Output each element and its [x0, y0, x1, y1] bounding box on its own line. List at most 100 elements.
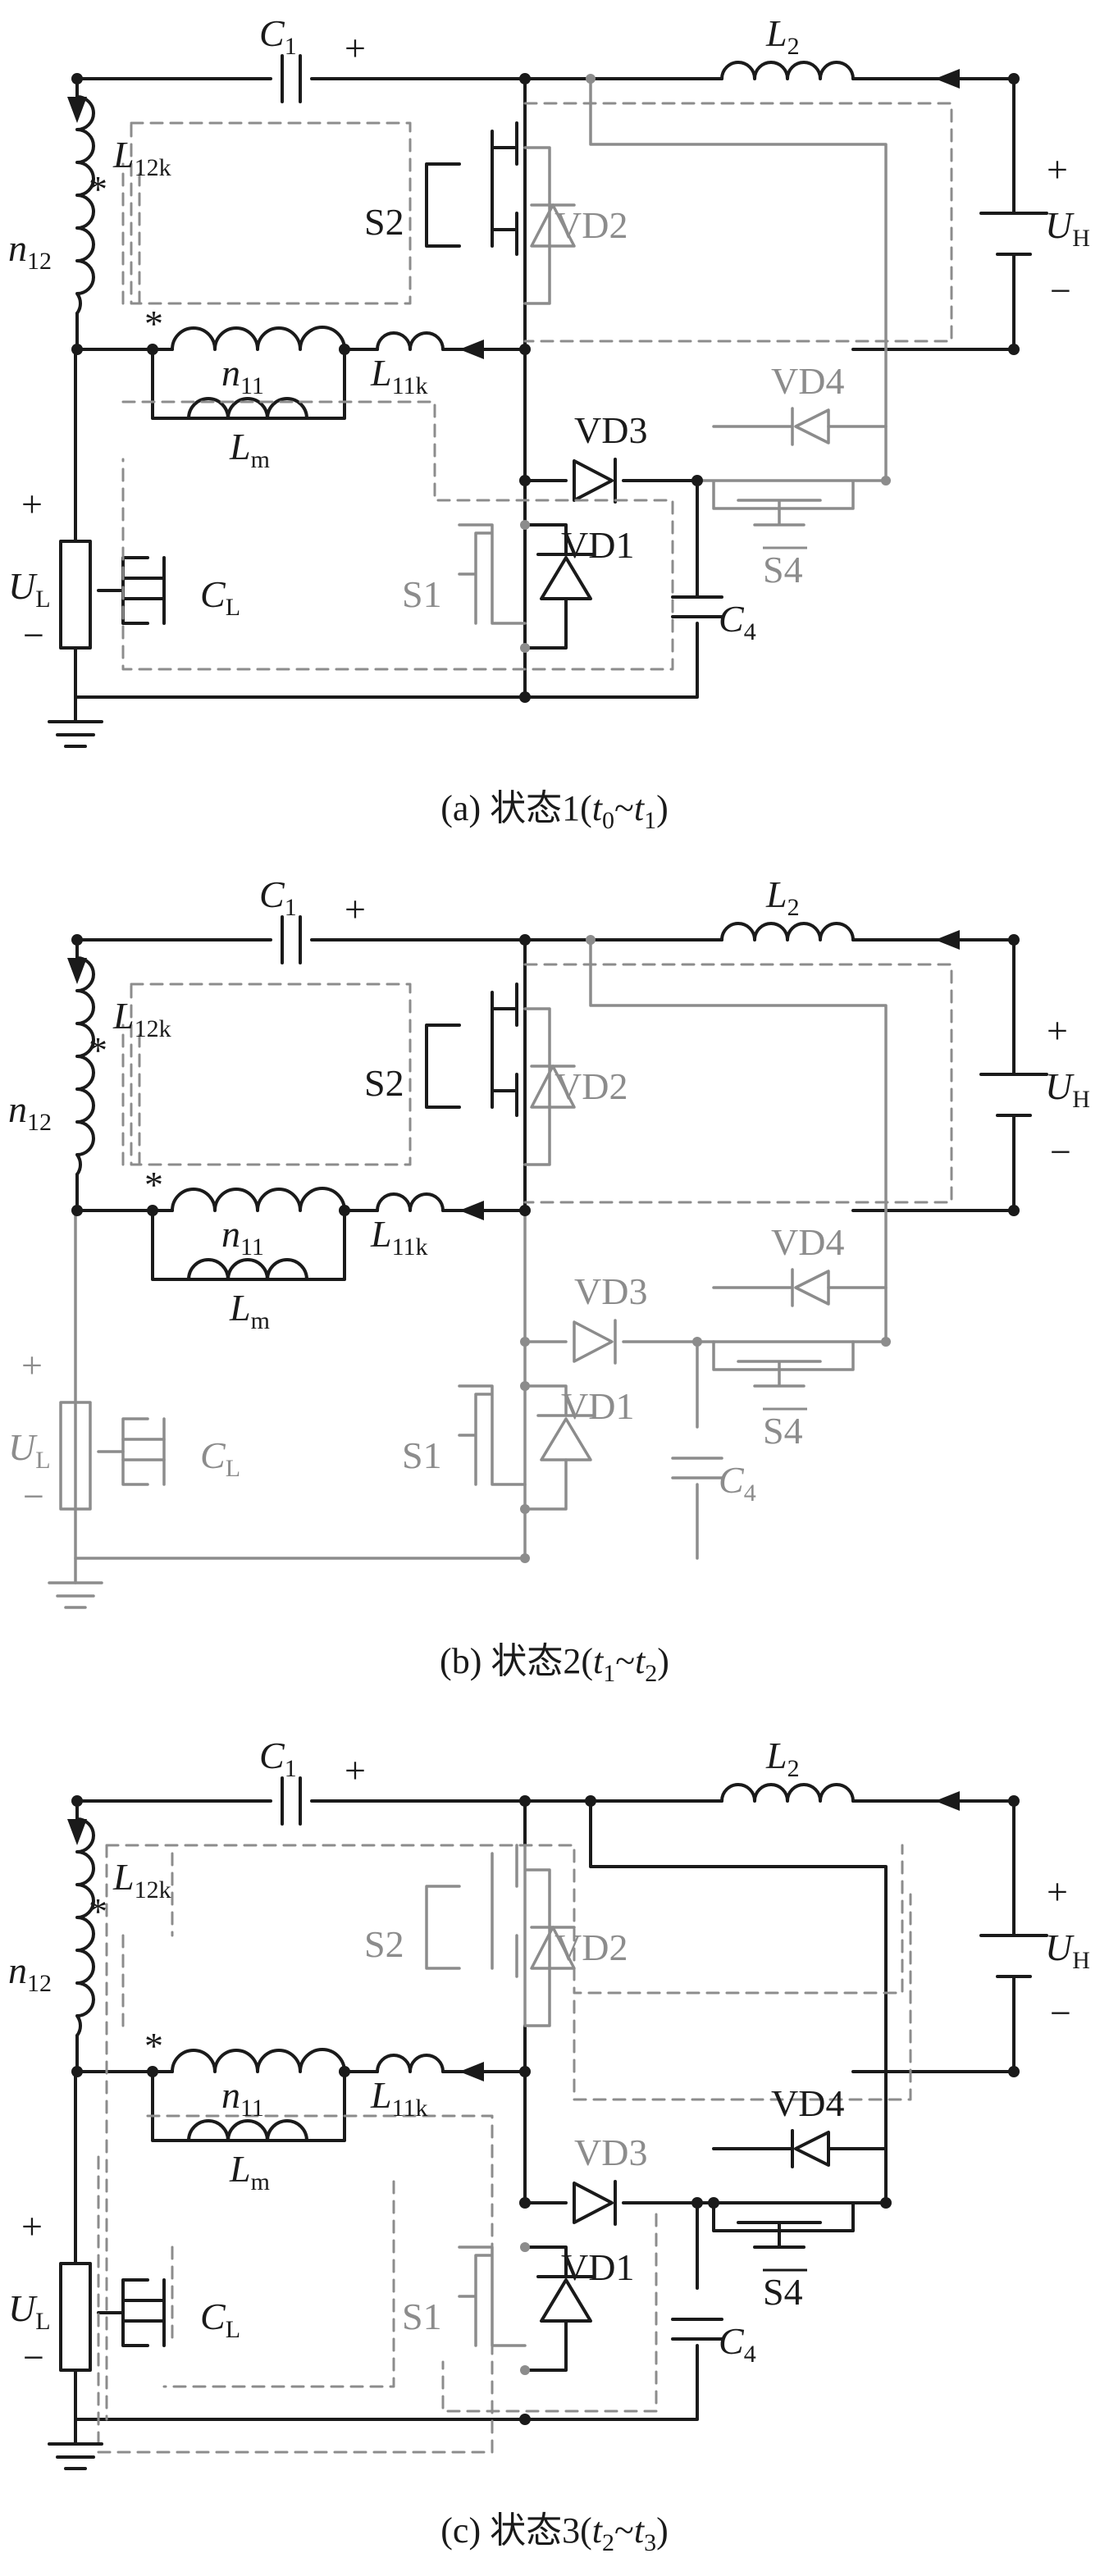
label-cl-sub: L: [226, 1455, 240, 1482]
label-lm: Lm: [229, 2148, 270, 2195]
label-ul-sub: L: [35, 1447, 50, 1474]
label-cl: CL: [200, 1434, 240, 1482]
label-l2-sub: 2: [787, 1755, 800, 1782]
caption-part: t: [635, 1641, 646, 1681]
label-c1-plus: +: [345, 27, 366, 69]
panel-b: [48, 915, 1048, 1609]
label-lm: Lm: [229, 1287, 270, 1334]
panel-c: [48, 1776, 1048, 2470]
label-lm-sub: m: [251, 2168, 270, 2195]
panel-a: [48, 54, 1048, 748]
label-ul-minus: −: [23, 614, 44, 656]
label-ul-plus: +: [21, 483, 43, 525]
label-c4-sub: 4: [744, 1479, 756, 1507]
caption-part: (c) 状态3(: [440, 2510, 592, 2551]
label-n11-sub: 11: [240, 2095, 264, 2122]
label-l11k-sub: 11k: [392, 1233, 428, 1261]
label-cl-sub: L: [226, 594, 240, 621]
label-n12: n12: [8, 1088, 52, 1136]
label-vd4: VD4: [771, 360, 844, 402]
label-l12k: L12k: [112, 134, 171, 181]
label-s1: S1: [402, 1434, 442, 1476]
label-vd3: VD3: [574, 409, 647, 451]
caption-part: 0: [602, 807, 614, 834]
label-star2: *: [144, 1164, 163, 1206]
label-vd1: VD1: [561, 2246, 634, 2288]
label-cl: CL: [200, 573, 240, 621]
label-c4-sub: 4: [744, 618, 756, 645]
caption-part: t: [634, 788, 646, 828]
caption-b: (b) 状态2(t1~t2): [440, 1641, 669, 1687]
label-n11: n11: [221, 1213, 264, 1261]
label-star2: *: [144, 2025, 163, 2067]
label-lm-sub: m: [251, 1307, 270, 1334]
caption-part: t: [592, 788, 604, 828]
label-uh-plus: +: [1047, 1871, 1068, 1913]
label-s2: S2: [364, 201, 404, 243]
caption-a: (a) 状态1(t0~t1): [440, 788, 668, 834]
label-uh-sub: H: [1072, 1086, 1090, 1113]
label-uh-minus: −: [1050, 1992, 1071, 2034]
caption-part: 1: [644, 807, 656, 834]
label-uh-minus: −: [1050, 270, 1071, 312]
label-c1: C1: [259, 12, 297, 60]
label-star1: *: [89, 1890, 107, 1932]
caption-part: 2: [645, 1660, 657, 1687]
label-vd2: VD2: [554, 204, 628, 246]
label-c4: C4: [719, 2320, 756, 2368]
label-vd1: VD1: [561, 524, 634, 566]
label-l12k-sub: 12k: [135, 1876, 171, 1904]
label-c1: C1: [259, 1735, 297, 1782]
label-s2: S2: [364, 1923, 404, 1965]
caption-part: ): [656, 2510, 669, 2551]
label-l2: L2: [765, 12, 800, 60]
label-star1: *: [89, 1029, 107, 1071]
label-c4: C4: [719, 1459, 756, 1507]
label-uh-sub: H: [1072, 1947, 1090, 1974]
label-n12: n12: [8, 227, 52, 275]
label-uh-plus: +: [1047, 148, 1068, 190]
label-n12: n12: [8, 1949, 52, 1997]
label-cl: CL: [200, 2296, 240, 2343]
label-c1-plus: +: [345, 1749, 366, 1791]
label-l2-sub: 2: [787, 894, 800, 921]
caption-part: (b) 状态2(: [440, 1641, 593, 1681]
caption-part: ~: [614, 788, 634, 828]
caption-part: ): [656, 788, 669, 828]
label-l2: L2: [765, 1735, 800, 1782]
label-vd1: VD1: [561, 1385, 634, 1427]
label-ul-minus: −: [23, 2337, 44, 2378]
label-s4: S4: [763, 1410, 803, 1452]
label-c4: C4: [719, 598, 756, 645]
label-l2: L2: [765, 873, 800, 921]
caption-part: 2: [602, 2529, 614, 2556]
label-star2: *: [144, 303, 163, 344]
caption-part: t: [593, 1641, 605, 1681]
label-n12-sub: 12: [27, 248, 52, 275]
label-ul: UL: [8, 2287, 51, 2335]
caption-part: ~: [614, 2510, 634, 2551]
label-s1: S1: [402, 2296, 442, 2337]
label-uh-sub: H: [1072, 225, 1090, 252]
label-n11-sub: 11: [240, 372, 264, 399]
label-vd3: VD3: [574, 1270, 647, 1312]
label-uh: UH: [1045, 1065, 1090, 1113]
label-c1-sub: 1: [285, 1755, 297, 1782]
label-s4: S4: [763, 2271, 803, 2313]
caption-c: (c) 状态3(t2~t3): [440, 2510, 668, 2556]
label-ul-plus: +: [21, 1344, 43, 1386]
label-uh-minus: −: [1050, 1131, 1071, 1173]
caption-part: 1: [603, 1660, 615, 1687]
label-n12-sub: 12: [27, 1109, 52, 1136]
label-lm: Lm: [229, 426, 270, 473]
label-vd4: VD4: [771, 2082, 844, 2124]
label-vd2: VD2: [554, 1926, 628, 1968]
caption-part: ): [657, 1641, 669, 1681]
label-n11: n11: [221, 352, 264, 399]
label-c1: C1: [259, 873, 297, 921]
label-uh: UH: [1045, 204, 1090, 252]
